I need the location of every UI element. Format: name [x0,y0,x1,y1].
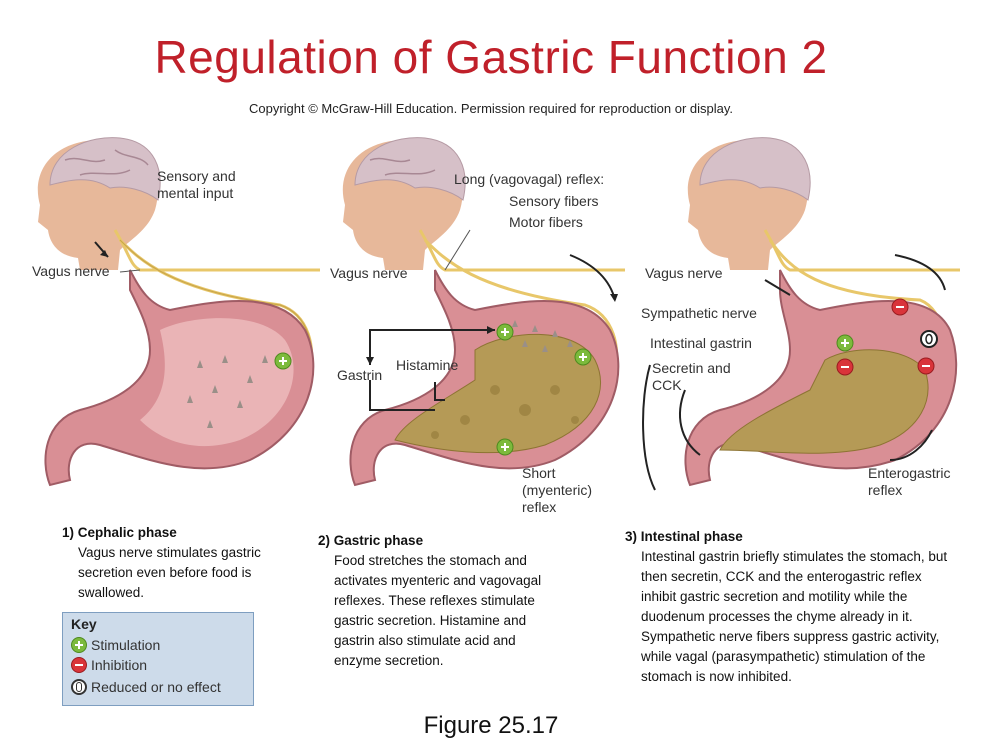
key-row-stimulation: Stimulation [71,637,160,653]
head-illustration [342,137,466,270]
label-long-vagovagal-reflex: Long (vagovagal) reflex: [454,171,605,187]
label-enterogastric-reflex: Enterogastric reflex [868,465,951,498]
inhibition-marker [836,358,854,376]
phase-heading: Cephalic phase [77,525,177,540]
key-label: Stimulation [91,637,161,653]
stomach-illustration [684,269,958,487]
label-gastrin: Gastrin [337,367,383,383]
copyright-notice: Copyright © McGraw-Hill Education. Permi… [248,101,734,116]
phase-heading: Gastric phase [333,533,424,548]
phase-2-description: 2) Gastric phase Food stretches the stom… [318,531,563,671]
stimulation-marker [574,348,592,366]
inhibition-icon [71,657,87,673]
phase-3-description: 3) Intestinal phase Intestinal gastrin b… [625,527,955,687]
legend-key: Key Stimulation Inhibition Reduced or no… [62,612,254,706]
reduced-effect-marker [920,330,938,348]
figure-label: Figure 25.17 [423,712,559,739]
cephalic-phase-illustration [37,137,320,487]
phase-number: 2) [318,533,331,548]
stimulation-marker [496,323,514,341]
stimulation-marker [496,438,514,456]
inhibition-marker [917,357,935,375]
stomach-illustration [44,269,315,487]
phase-1-description: 1) Cephalic phase Vagus nerve stimulates… [62,523,262,603]
label-histamine: Histamine [396,357,459,373]
intestinal-phase-illustration [642,137,960,491]
label-sensory-fibers: Sensory fibers [509,193,599,209]
slide-title: Regulation of Gastric Function 2 [154,31,828,83]
phase-text: Food stretches the stomach and activates… [334,553,542,668]
head-illustration [687,137,811,270]
phase-number: 1) [62,525,75,540]
reduced-effect-icon [71,679,87,695]
phase-text: Vagus nerve stimulates gastric secretion… [78,545,261,600]
phase-number: 3) [625,529,638,544]
key-row-inhibition: Inhibition [71,657,147,673]
label-vagus-nerve-2: Vagus nerve [330,265,408,281]
key-row-reduced: Reduced or no effect [71,679,221,695]
stimulation-marker [836,334,854,352]
label-vagus-nerve-1: Vagus nerve [32,263,110,279]
stimulation-icon [71,637,87,653]
phase-heading: Intestinal phase [640,529,743,544]
label-secretin-cck: Secretin and CCK [652,360,731,393]
key-label: Inhibition [91,657,148,673]
label-motor-fibers: Motor fibers [509,214,583,230]
inhibition-marker [891,298,909,316]
stomach-illustration [349,269,620,487]
label-intestinal-gastrin: Intestinal gastrin [650,335,752,351]
head-illustration [37,137,161,270]
phase-text: Intestinal gastrin briefly stimulates th… [641,549,948,684]
label-sensory-mental-input: Sensory and mental input [157,168,236,201]
label-sympathetic-nerve: Sympathetic nerve [641,305,757,321]
key-title: Key [71,616,97,632]
gastric-phase-illustration [342,137,625,487]
label-short-myenteric-reflex: Short (myenteric) reflex [522,465,593,515]
stimulation-marker [274,352,292,370]
key-label: Reduced or no effect [91,679,221,695]
label-vagus-nerve-3: Vagus nerve [645,265,723,281]
